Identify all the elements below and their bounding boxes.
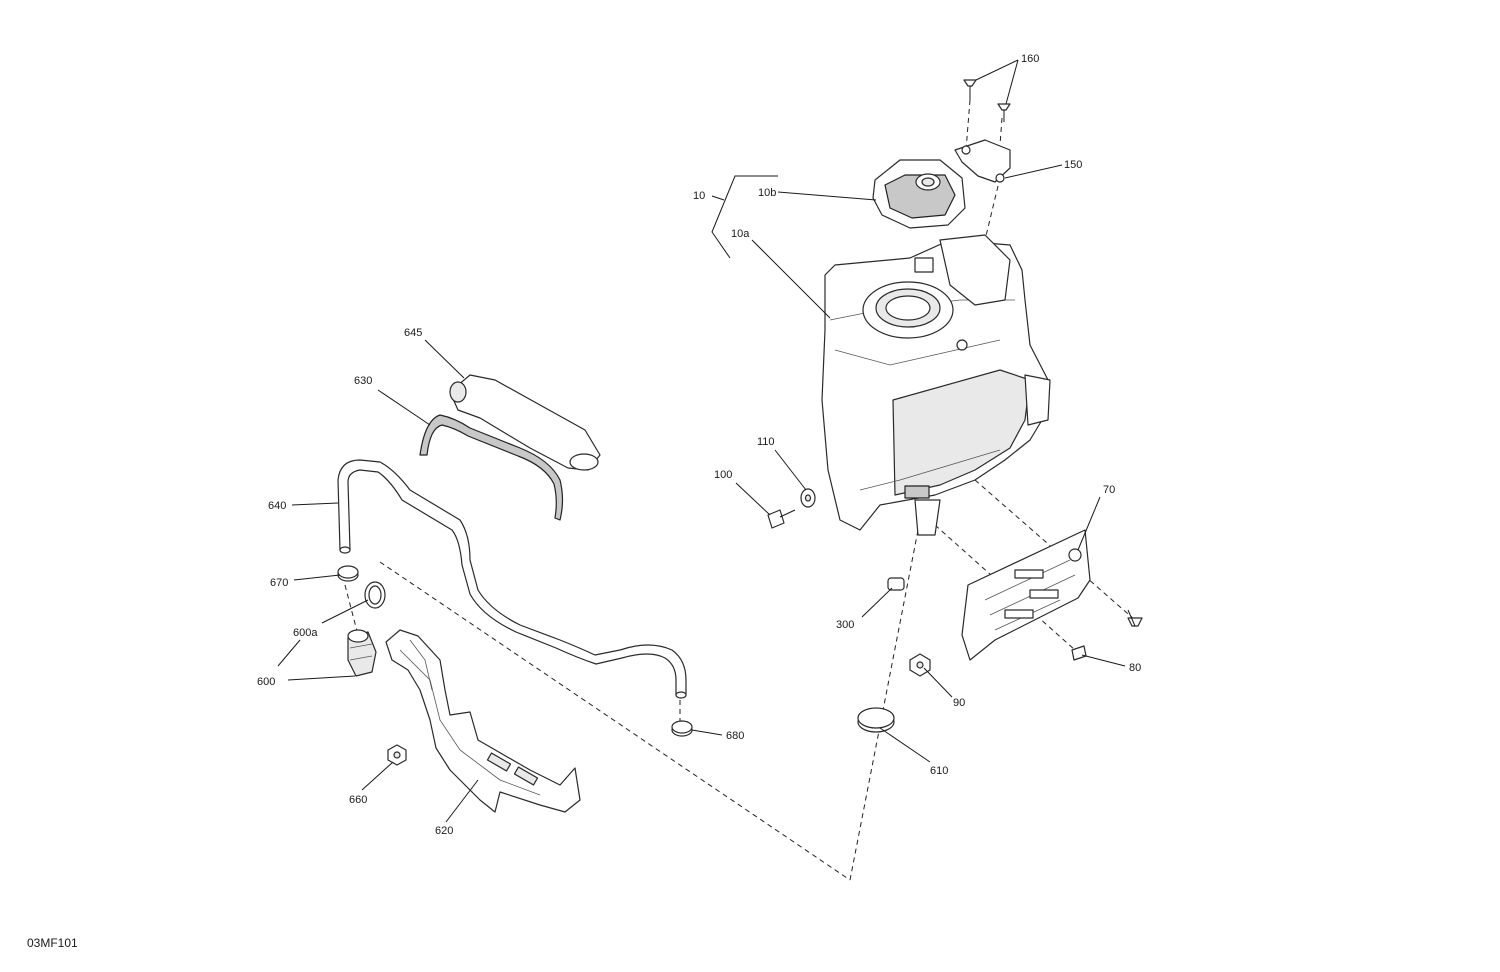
callout-labels: 10 10b 10a 160 150 110 100 70 300 80 90 … <box>257 53 1141 837</box>
clamp-610 <box>857 707 895 733</box>
clamp-670 <box>337 565 359 582</box>
clamp-680 <box>671 720 693 737</box>
callout-110: 110 <box>757 436 775 448</box>
callout-160: 160 <box>1021 53 1039 65</box>
washer-110 <box>800 488 816 508</box>
callout-620: 620 <box>435 825 453 837</box>
callout-660: 660 <box>349 794 367 806</box>
callout-150: 150 <box>1064 159 1082 171</box>
callout-600a: 600a <box>293 627 318 639</box>
clip-300 <box>887 577 905 591</box>
fitting-600 <box>347 629 377 677</box>
callout-300: 300 <box>836 619 854 631</box>
spring-630 <box>419 414 564 521</box>
hose-645 <box>449 374 601 471</box>
bracket-150 <box>954 139 1011 183</box>
callout-90: 90 <box>953 697 965 709</box>
hose-640 <box>337 459 687 699</box>
callout-80: 80 <box>1129 662 1141 674</box>
callout-680: 680 <box>726 730 744 742</box>
fuel-cap <box>872 159 966 229</box>
heat-shield-70 <box>961 529 1091 661</box>
nut-90 <box>909 653 931 677</box>
filler-neck-620 <box>385 629 581 813</box>
callout-600: 600 <box>257 676 275 688</box>
screw-100 <box>767 509 796 529</box>
callout-10a: 10a <box>731 228 750 240</box>
callout-630: 630 <box>354 375 372 387</box>
callout-640: 640 <box>268 500 286 512</box>
o-ring-600a <box>364 581 386 609</box>
fuel-tank <box>821 234 1051 536</box>
callout-670: 670 <box>270 577 288 589</box>
screws-160 <box>963 79 1011 122</box>
callout-10: 10 <box>693 190 705 202</box>
nut-660 <box>387 744 407 766</box>
callout-100: 100 <box>714 469 732 481</box>
screws-80 <box>1071 609 1143 661</box>
leader-lines <box>277 59 1126 823</box>
callout-10b: 10b <box>758 187 776 199</box>
callout-610: 610 <box>930 765 948 777</box>
figure-id: 03MF101 <box>27 936 78 950</box>
callout-70: 70 <box>1103 484 1115 496</box>
callout-645: 645 <box>404 327 422 339</box>
